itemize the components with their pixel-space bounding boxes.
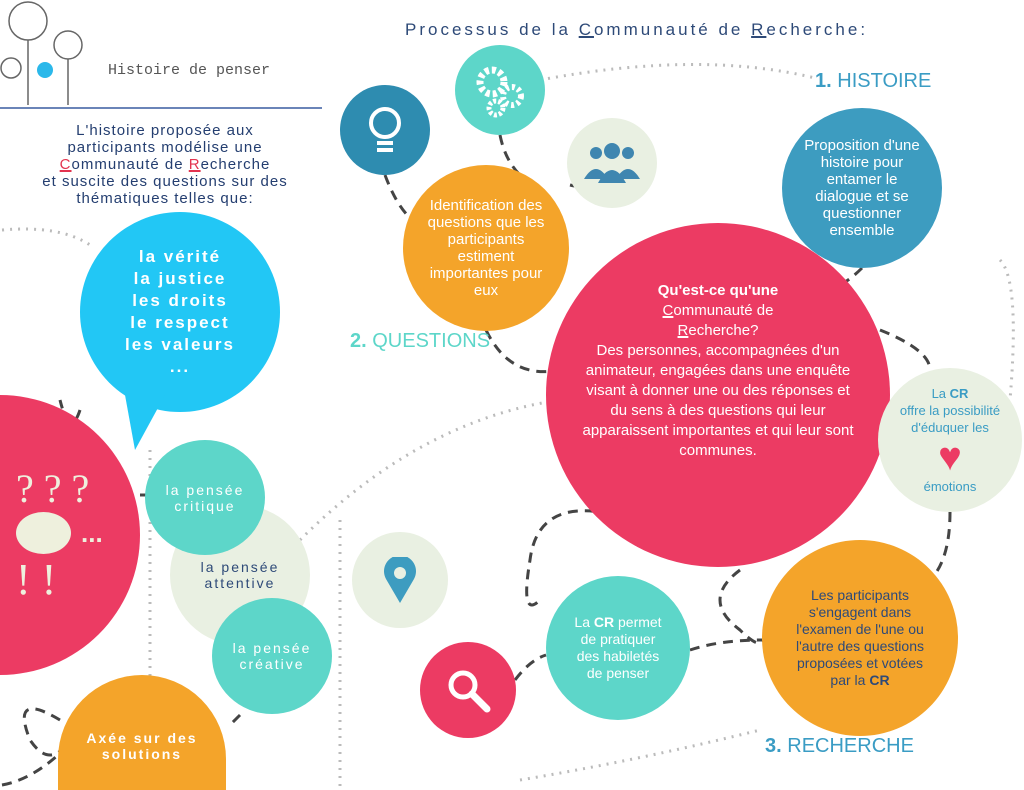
- lightbulbs-icon: [0, 0, 85, 105]
- map-pin-icon: [384, 557, 416, 603]
- speech-bubble-icon: [16, 512, 71, 554]
- search-icon: [448, 670, 491, 713]
- emotions-circle: La CR offre la possibilité d'éduquer les…: [878, 368, 1022, 512]
- lightbulb-circle: [340, 85, 430, 175]
- exclamation-icon: ! !: [16, 555, 57, 604]
- people-icon: [584, 143, 640, 183]
- step-questions-label: 2. QUESTIONS: [350, 330, 491, 352]
- step-recherche-label: 3. RECHERCHE: [765, 735, 914, 757]
- histoire-circle: Proposition d'une histoire pour entamer …: [782, 108, 942, 268]
- question-marks-icon: ? ? ?: [16, 466, 90, 511]
- search-circle: [420, 642, 516, 738]
- brand-title: Histoire de penser: [108, 62, 271, 79]
- location-circle: [352, 532, 448, 628]
- people-circle: [567, 118, 657, 208]
- bubble-tail: [125, 395, 165, 450]
- recherche-circle: Les participants s'engagent dans l'exame…: [762, 540, 958, 736]
- page-title: Processus de la Communauté de Recherche:: [405, 20, 869, 39]
- questions-circle: Identification des questions que les par…: [403, 165, 569, 331]
- lightbulb-icon: [369, 107, 401, 152]
- center-definition-circle: Qu'est-ce qu'une Communauté de Recherche…: [546, 223, 890, 567]
- step-histoire-label: 1. HISTOIRE: [815, 70, 932, 92]
- heart-ear-icon: ♥: [938, 435, 962, 479]
- header-divider: [0, 107, 322, 109]
- habiletes-circle: La CR permet de pratiquer des habiletés …: [546, 576, 690, 720]
- gears-circle: [455, 45, 545, 135]
- gears-icon: [476, 66, 524, 118]
